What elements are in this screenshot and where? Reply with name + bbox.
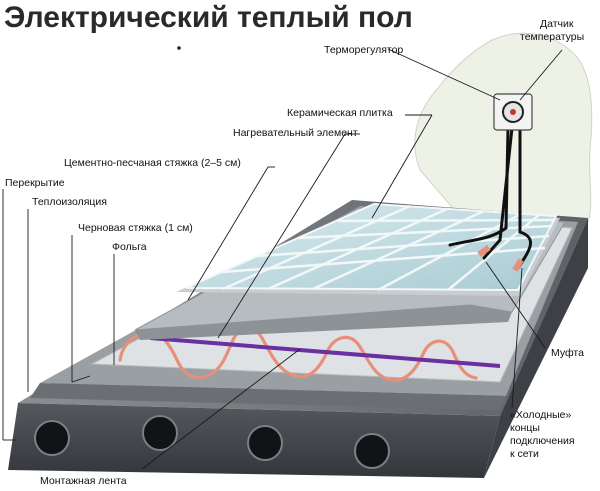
mounting-tape <box>149 336 501 368</box>
label-cold-ends-line1: «Холодные» <box>510 409 571 421</box>
leader-cold-ends <box>511 267 523 409</box>
label-cold-ends-line4: к сети <box>510 448 539 460</box>
ceramic-tiles <box>185 202 558 292</box>
label-sensor-line1: Датчик <box>540 18 574 30</box>
label-mounting-tape: Монтажная лента <box>40 475 127 487</box>
label-slab: Перекрытие <box>5 177 65 189</box>
thermostat <box>493 93 533 131</box>
label-heating-element: Нагревательный элемент <box>233 127 358 139</box>
diagram-title: Электрический теплый пол <box>4 1 413 34</box>
leader-mounting-tape <box>141 348 301 470</box>
leader-sensor <box>519 49 563 101</box>
leader-thermostat <box>387 48 501 101</box>
screed-edge <box>135 305 512 340</box>
label-foil: Фольга <box>112 241 147 253</box>
slab-side <box>484 218 588 478</box>
labels: Терморегулятор Датчик температуры Керами… <box>5 18 584 487</box>
leader-heating-element <box>217 133 346 339</box>
leader-rough-screed <box>71 375 91 383</box>
coupling-2 <box>512 258 524 272</box>
leader-coupling <box>485 261 546 349</box>
label-insulation: Теплоизоляция <box>32 196 107 208</box>
label-cold-ends-line3: подключения <box>510 435 575 447</box>
title-dot <box>177 46 181 50</box>
leader-tile <box>371 114 433 219</box>
leader-lines <box>2 48 563 470</box>
insulation-edge <box>30 383 506 410</box>
coupling <box>477 245 491 257</box>
label-tile: Керамическая плитка <box>287 107 393 119</box>
label-screed: Цементно-песчаная стяжка (2–5 см) <box>64 157 241 169</box>
label-rough-screed: Черновая стяжка (1 см) <box>78 222 193 234</box>
leader-screed <box>187 166 269 301</box>
label-sensor-line2: температуры <box>520 31 584 43</box>
wall <box>414 32 593 229</box>
label-thermostat: Терморегулятор <box>324 44 403 56</box>
label-cold-ends-line2: концы <box>510 422 540 434</box>
slab-holes <box>34 415 390 469</box>
label-coupling: Муфта <box>551 347 584 359</box>
